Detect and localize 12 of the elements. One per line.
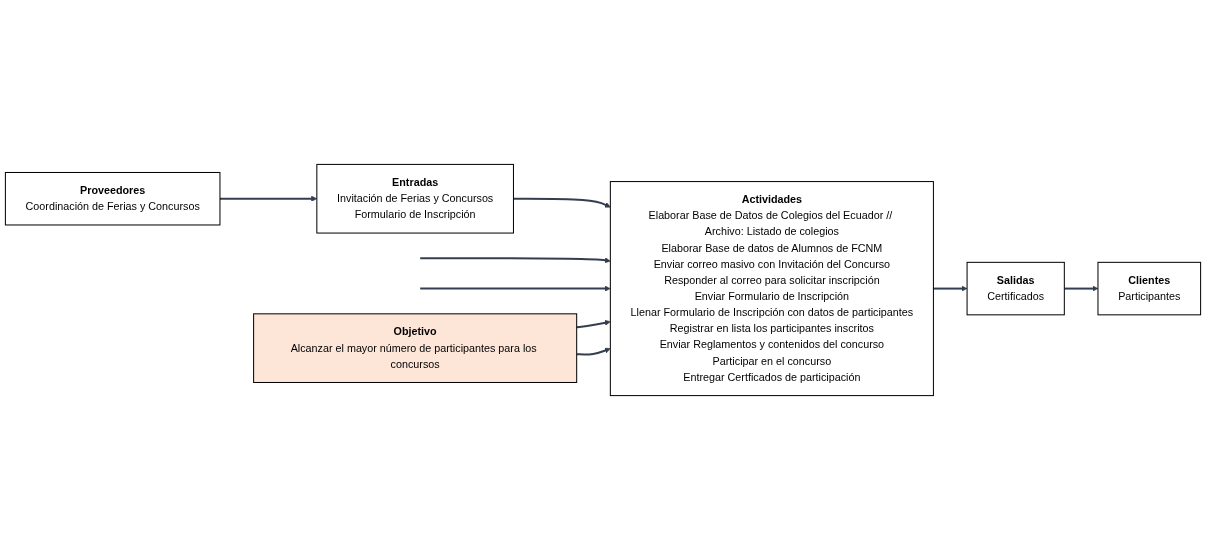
- arrow: [420, 285, 611, 292]
- node-box: Objetivo Alcanzar el mayor número de participantes para los concursos: [253, 313, 578, 383]
- node-box: Clientes Participantes: [1097, 261, 1202, 316]
- node-box: Actividades Elaborar Base de Datos de Colegios del Ecuador // Archivo: Listado de colegios Elaborar Base de datos de Alumnos de FCNM Enviar correo masivo con Invitación del Concurso Responder al correo para solicitar inscripción Enviar Formulario de Inscripción Llenar Formulario de Inscripción con datos de participantes Registrar en lista los participantes inscritos Enviar Reglamentos y contenidos del concurso Participar en el concurso Entregar Certficados de participación: [609, 181, 934, 397]
- arrow: [576, 319, 611, 329]
- node-box: Entradas Invitación de Ferias y Concursos Formulario de Inscripción: [316, 163, 514, 234]
- arrow: [933, 285, 968, 292]
- arrow: [576, 347, 611, 356]
- node-box: Proveedores Coordinación de Ferias y Concursos: [4, 171, 221, 226]
- arrow: [513, 197, 611, 208]
- node-box: Salidas Certificados: [966, 261, 1065, 316]
- arrow: [420, 257, 611, 264]
